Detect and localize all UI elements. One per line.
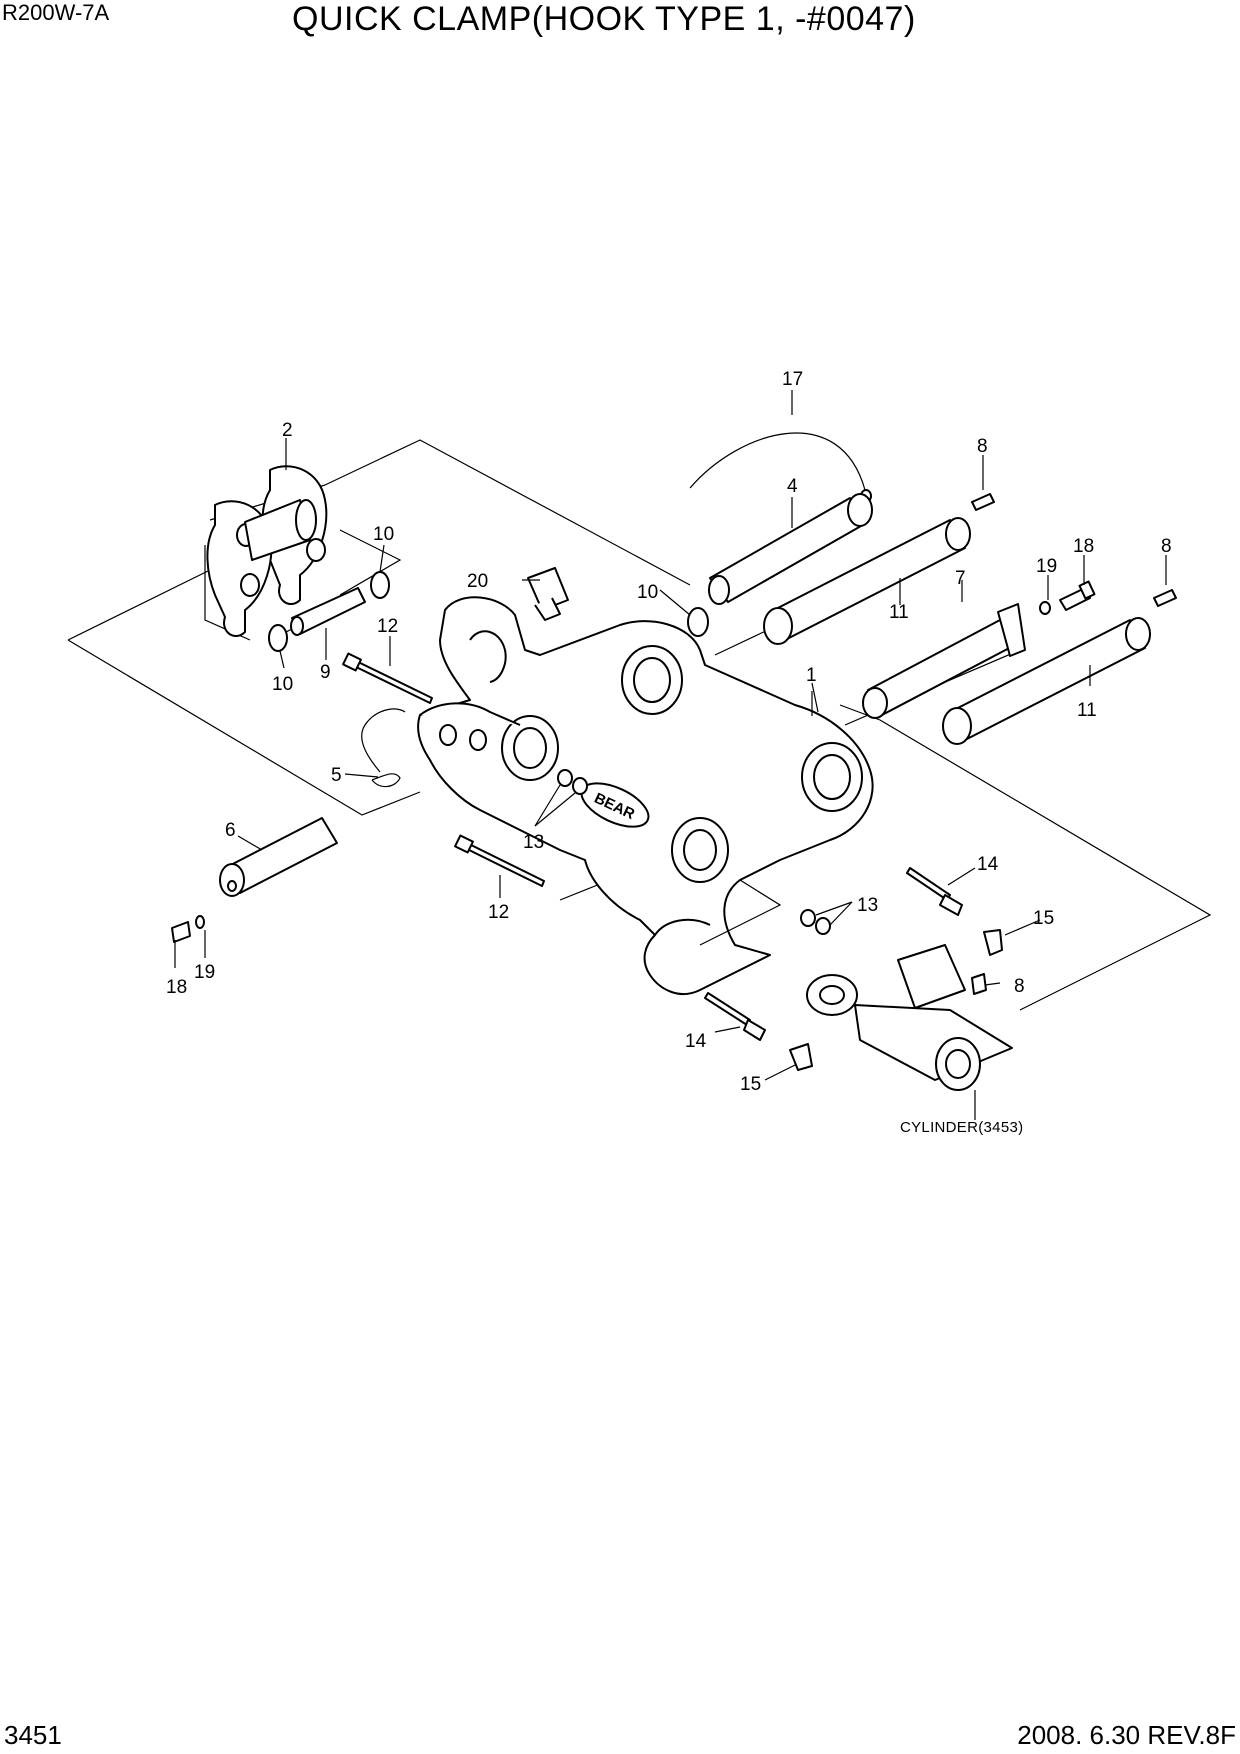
part-18-bolt-and-19-washer — [171, 580, 1096, 943]
callout-20: 20 — [467, 571, 488, 592]
callout-6: 6 — [225, 820, 236, 841]
part-20-bracket — [527, 567, 569, 621]
part-17-wire — [689, 432, 872, 503]
callout-12: 12 — [488, 902, 509, 923]
revision-date: 2008. 6.30 REV.8F — [1017, 1720, 1236, 1750]
callout-10: 10 — [637, 582, 658, 603]
part-6-pin — [219, 817, 338, 897]
cylinder-reference-note: CYLINDER(3453) — [900, 1119, 1023, 1136]
callout-14: 14 — [977, 854, 999, 875]
callout-17: 17 — [782, 369, 803, 390]
callout-4: 4 — [787, 476, 798, 497]
part-11-pins — [763, 517, 1151, 745]
callout-18: 18 — [166, 977, 187, 998]
callout-8: 8 — [1014, 976, 1025, 997]
callout-8: 8 — [1161, 536, 1172, 557]
callout-18: 18 — [1073, 536, 1094, 557]
part-4-pin — [708, 493, 873, 605]
callout-leader-lines — [174, 390, 1167, 1120]
part-2-hook-link — [206, 465, 328, 637]
part-7-pin — [862, 603, 1026, 719]
part-8-grease-nipples — [971, 493, 1177, 995]
callout-5: 5 — [331, 765, 342, 786]
callout-15: 15 — [1033, 908, 1054, 929]
callout-1: 1 — [806, 665, 817, 686]
page-number: 3451 — [4, 1720, 62, 1750]
callout-12: 12 — [377, 616, 398, 637]
callout-19: 19 — [194, 962, 215, 983]
callout-labels: 2 10 10 9 12 20 10 17 4 8 8 18 19 11 7 1… — [166, 369, 1172, 1136]
callout-14: 14 — [685, 1031, 707, 1052]
hydraulic-cylinder — [806, 944, 1013, 1091]
callout-11: 11 — [889, 602, 909, 623]
callout-13: 13 — [523, 832, 544, 853]
callout-10: 10 — [373, 524, 394, 545]
callout-13: 13 — [857, 895, 878, 916]
part-12-bolts — [342, 652, 545, 887]
part-1-main-frame: BEAR — [417, 596, 874, 995]
callout-15: 15 — [740, 1074, 761, 1095]
part-14-15-fittings — [704, 867, 1003, 1071]
part-10-o-rings — [268, 571, 709, 652]
part-9-pin — [290, 587, 366, 636]
callout-11: 11 — [1077, 700, 1097, 721]
model-code: R200W-7A — [2, 0, 110, 25]
callout-7: 7 — [955, 568, 966, 589]
callout-2: 2 — [282, 420, 293, 441]
page-title: QUICK CLAMP(HOOK TYPE 1, -#0047) — [292, 0, 916, 38]
callout-19: 19 — [1036, 556, 1057, 577]
callout-10: 10 — [272, 674, 293, 695]
part-13-nuts — [557, 769, 831, 935]
callout-8: 8 — [977, 436, 988, 457]
part-5-r-pin — [361, 708, 406, 788]
callout-9: 9 — [320, 662, 331, 683]
